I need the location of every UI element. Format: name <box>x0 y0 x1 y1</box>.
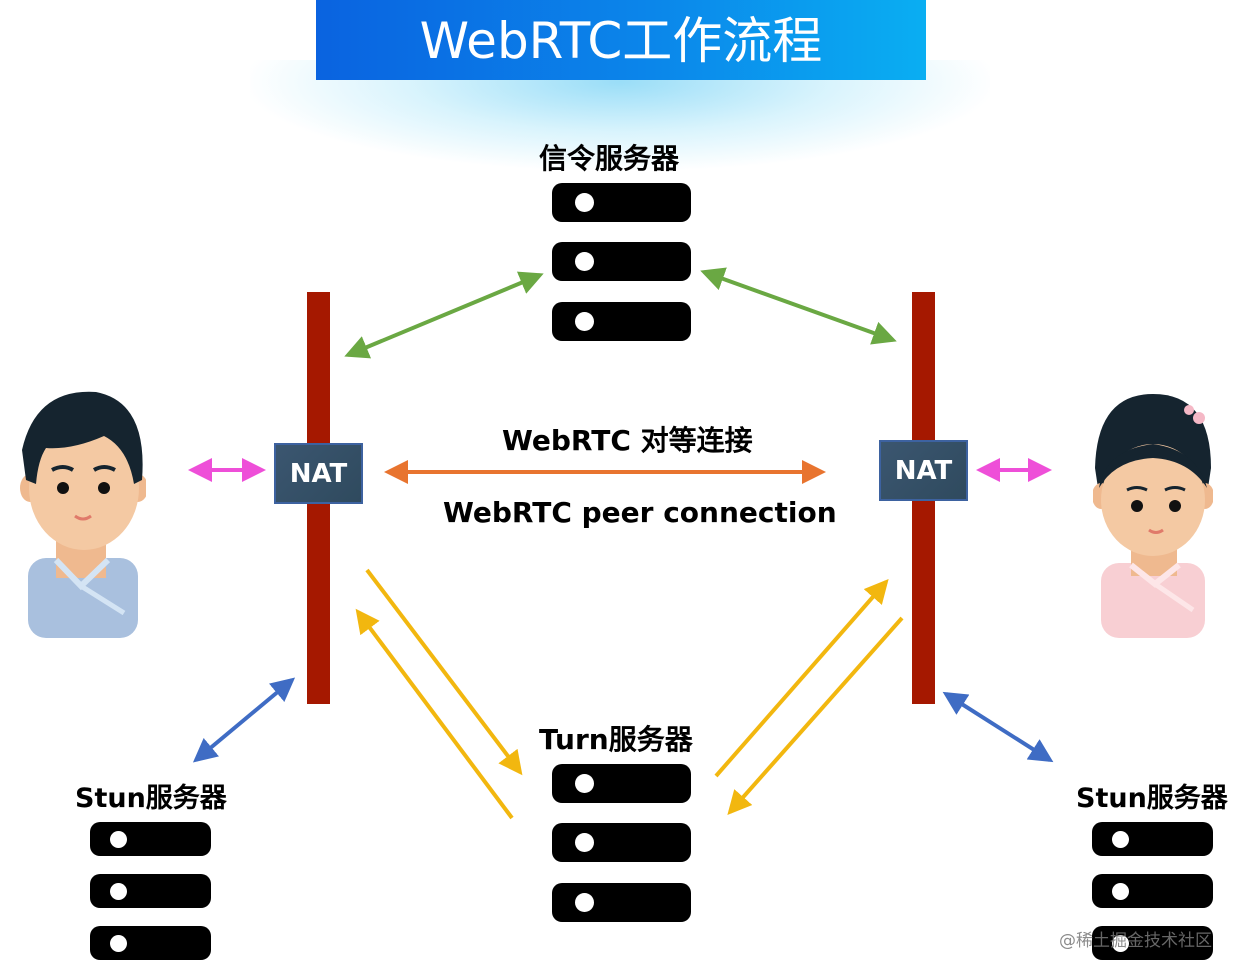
female-user-icon <box>1093 394 1213 638</box>
stun-arrow-right <box>942 691 1054 763</box>
stun-left-server-icon <box>90 822 211 960</box>
male-user-icon <box>20 391 146 638</box>
turn-server-icon <box>552 764 691 922</box>
nat-left: NAT <box>274 443 363 504</box>
turn-arrow-right-down <box>727 616 904 815</box>
nat-left-label: NAT <box>289 458 348 489</box>
turn-arrow-left-up <box>355 608 514 820</box>
signaling-server-icon <box>552 183 691 341</box>
server-unit <box>552 764 691 803</box>
server-unit <box>90 874 211 908</box>
stun-right-label: Stun服务器 <box>1076 783 1228 814</box>
server-unit <box>90 822 211 856</box>
turn-server-label: Turn服务器 <box>539 723 693 756</box>
signaling-server-label: 信令服务器 <box>539 142 680 175</box>
server-unit <box>90 926 211 960</box>
turn-arrow-left-down <box>365 568 523 776</box>
server-unit <box>552 242 691 281</box>
signaling-arrow-right <box>700 267 897 345</box>
turn-arrow-right-up <box>714 578 889 778</box>
server-unit <box>1092 926 1213 960</box>
server-unit <box>552 183 691 222</box>
server-unit <box>552 302 691 341</box>
nat-right-label: NAT <box>894 455 953 486</box>
signaling-arrow-left <box>344 271 544 359</box>
server-unit <box>1092 822 1213 856</box>
stun-right-server-icon <box>1092 822 1213 960</box>
title-banner: WebRTC工作流程 <box>316 0 926 80</box>
stun-left-label: Stun服务器 <box>75 783 227 814</box>
server-unit <box>552 823 691 862</box>
peer-connection-label-en: WebRTC peer connection <box>443 496 837 529</box>
nat-right: NAT <box>879 440 968 501</box>
stun-arrow-left <box>192 677 296 763</box>
page-title: WebRTC工作流程 <box>419 12 823 70</box>
watermark: @稀土掘金技术社区 <box>1059 931 1212 951</box>
server-unit <box>552 883 691 922</box>
server-unit <box>1092 874 1213 908</box>
peer-connection-label-cn: WebRTC 对等连接 <box>502 424 753 457</box>
